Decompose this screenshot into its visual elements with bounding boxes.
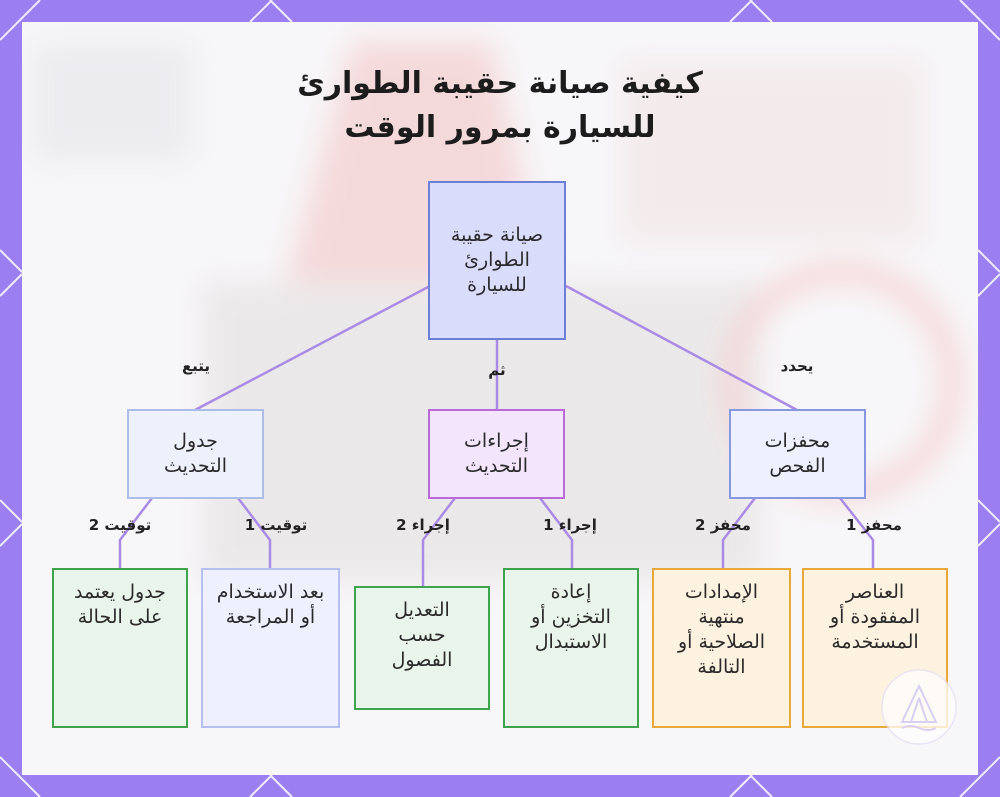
edge-triggers-trig1 bbox=[839, 497, 875, 568]
edge-label-then: ثم bbox=[488, 361, 506, 379]
node-root: صيانة حقيبة الطوارئ للسيارة bbox=[428, 181, 566, 340]
node-root-label: صيانة حقيبة الطوارئ للسيارة bbox=[450, 224, 544, 296]
node-expired-supplies-label: الإمدادات منتهية الصلاحية أو التالفة bbox=[677, 581, 766, 678]
node-update-schedule: جدول التحديث bbox=[127, 409, 264, 499]
node-update-procedures-label: إجراءات التحديث bbox=[464, 430, 529, 477]
edge-label-timing2: توقيت 2 bbox=[88, 516, 152, 534]
title-line-2: للسيارة بمرور الوقت bbox=[344, 110, 656, 145]
edge-triggers-trig2 bbox=[721, 497, 756, 568]
edge-label-procedure1: إجراء 1 bbox=[543, 516, 597, 534]
node-restore-replace: إعادة التخزين أو الاستبدال bbox=[503, 568, 639, 728]
node-condition-schedule-label: جدول يعتمد على الحالة bbox=[74, 581, 166, 628]
edge-label-procedure2: إجراء 2 bbox=[396, 516, 450, 534]
tent-logo-icon bbox=[881, 669, 957, 745]
node-seasonal-adjust-label: التعديل حسب الفصول bbox=[391, 599, 453, 671]
edge-root-triggers bbox=[565, 284, 798, 412]
title-line-1: كيفية صيانة حقيبة الطوارئ bbox=[297, 66, 703, 101]
node-after-use: بعد الاستخدام أو المراجعة bbox=[201, 568, 340, 728]
node-update-procedures: إجراءات التحديث bbox=[428, 409, 565, 499]
edge-procedures-proc1 bbox=[539, 497, 574, 568]
edge-label-trigger2: محفز 2 bbox=[695, 516, 751, 534]
edge-label-timing1: توقيت 1 bbox=[244, 516, 308, 534]
edge-label-defines: يحدد bbox=[780, 357, 814, 375]
node-restore-replace-label: إعادة التخزين أو الاستبدال bbox=[531, 581, 611, 653]
node-expired-supplies: الإمدادات منتهية الصلاحية أو التالفة bbox=[652, 568, 791, 728]
edge-label-follows: يتبع bbox=[181, 357, 211, 375]
node-condition-schedule: جدول يعتمد على الحالة bbox=[52, 568, 188, 728]
node-check-triggers-label: محفزات الفحص bbox=[764, 430, 831, 477]
edge-root-schedule bbox=[194, 284, 431, 412]
edge-label-trigger1: محفز 1 bbox=[846, 516, 902, 534]
edge-schedule-timing1 bbox=[237, 497, 272, 568]
edge-schedule-timing2 bbox=[118, 497, 153, 568]
node-missing-items-label: العناصر المفقودة أو المستخدمة bbox=[830, 581, 920, 653]
edge-procedures-proc2 bbox=[421, 497, 456, 586]
node-seasonal-adjust: التعديل حسب الفصول bbox=[354, 586, 490, 710]
node-update-schedule-label: جدول التحديث bbox=[164, 430, 227, 477]
node-check-triggers: محفزات الفحص bbox=[729, 409, 866, 499]
diagram-title: كيفية صيانة حقيبة الطوارئ للسيارة بمرور … bbox=[0, 62, 1000, 150]
node-after-use-label: بعد الاستخدام أو المراجعة bbox=[216, 581, 325, 628]
